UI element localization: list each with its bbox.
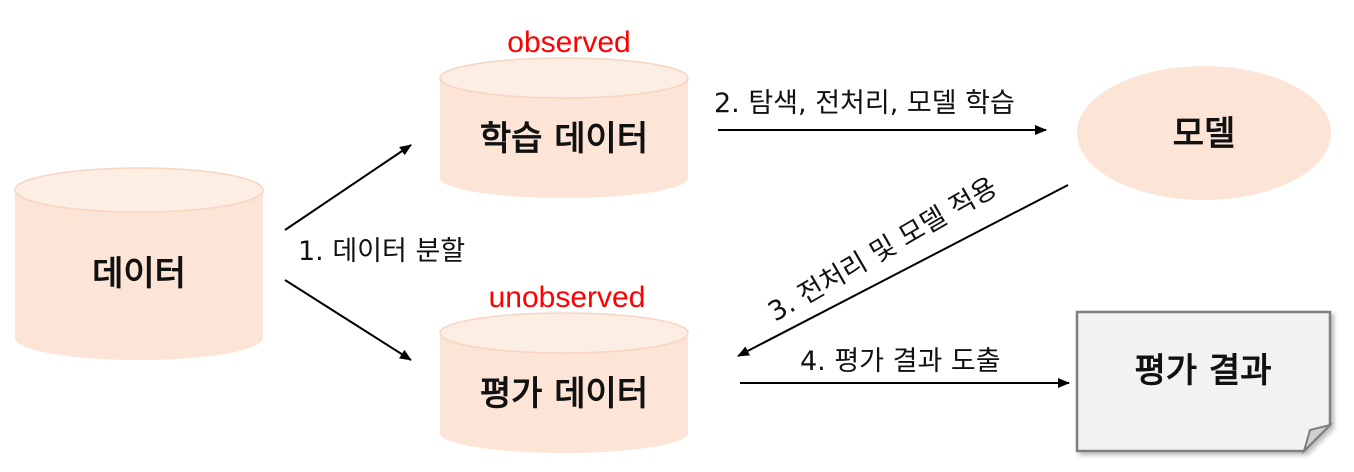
- unobserved-tag: unobserved: [489, 281, 646, 314]
- result-label: 평가 결과: [1135, 351, 1272, 391]
- split-arrow-down: [284, 279, 412, 361]
- split-label: 1. 데이터 분할: [298, 236, 465, 267]
- model-label: 모델: [1173, 114, 1236, 154]
- train-data-label: 학습 데이터: [480, 119, 648, 159]
- result-document: 평가 결과: [1075, 310, 1334, 455]
- eval-data-cylinder: 평가 데이터: [439, 312, 689, 453]
- model-node: 모델: [1077, 66, 1331, 200]
- train-model-label: 2. 탐색, 전처리, 모델 학습: [714, 88, 1015, 119]
- train-data-cylinder: 학습 데이터: [439, 57, 689, 198]
- eval-data-label: 평가 데이터: [480, 374, 648, 414]
- data-label: 데이터: [92, 254, 186, 294]
- split-arrow-up: [284, 144, 412, 231]
- apply-model-label: 3. 전처리 및 모델 적용: [763, 172, 1003, 328]
- derive-result-label: 4. 평가 결과 도출: [800, 346, 1001, 377]
- observed-tag: observed: [507, 26, 630, 59]
- data-cylinder: 데이터: [14, 167, 264, 360]
- apply-model-arrow: [737, 184, 1069, 357]
